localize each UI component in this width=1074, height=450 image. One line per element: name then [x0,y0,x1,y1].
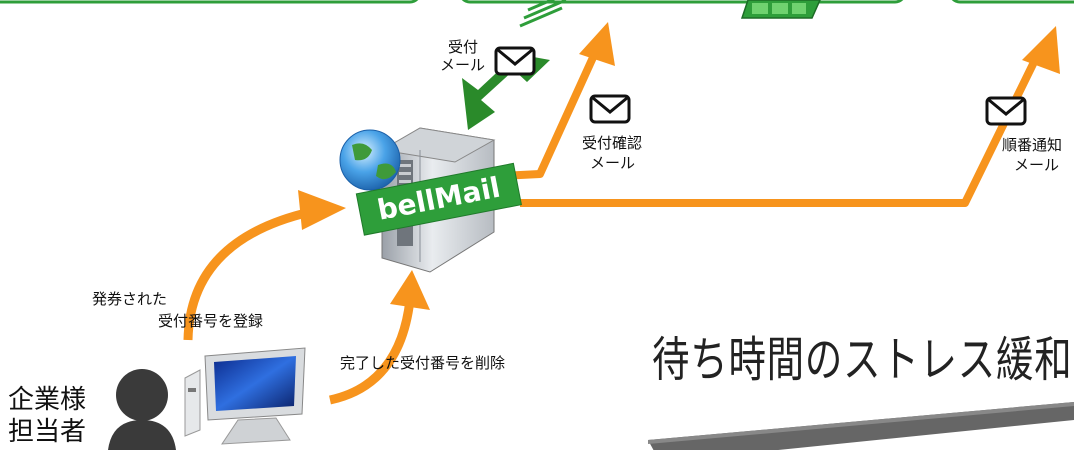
delete-arrow [328,270,430,405]
register-arrow [183,190,346,341]
incoming-mail-label-1: 受付 [448,38,479,56]
top-frame-right [951,0,1074,4]
order-mail-label-1: 順番通知 [1002,136,1063,154]
computer-icon [184,347,306,445]
person-label-2: 担当者 [8,417,87,447]
delete-label: 完了した受付番号を削除 [340,354,506,372]
person-icon [108,369,176,450]
top-frame-center [461,0,904,4]
top-frame-left [0,0,419,4]
envelope-icon [985,96,1027,126]
register-label-2: 受付番号を登録 [158,312,264,330]
envelope-icon [589,94,631,124]
confirm-mail-label-1: 受付確認 [582,134,643,152]
person-label-1: 企業様 [8,385,87,415]
envelope-icon [494,46,536,76]
banner-title: 待ち時間のストレス緩和 [652,332,1073,388]
order-mail-label-2: メール [1014,156,1060,174]
confirm-mail-label-2: メール [590,154,636,172]
register-label-1: 発券された [92,290,168,308]
green-device-icon [740,0,821,19]
incoming-mail-label-2: メール [440,56,486,74]
globe-icon [339,129,401,191]
